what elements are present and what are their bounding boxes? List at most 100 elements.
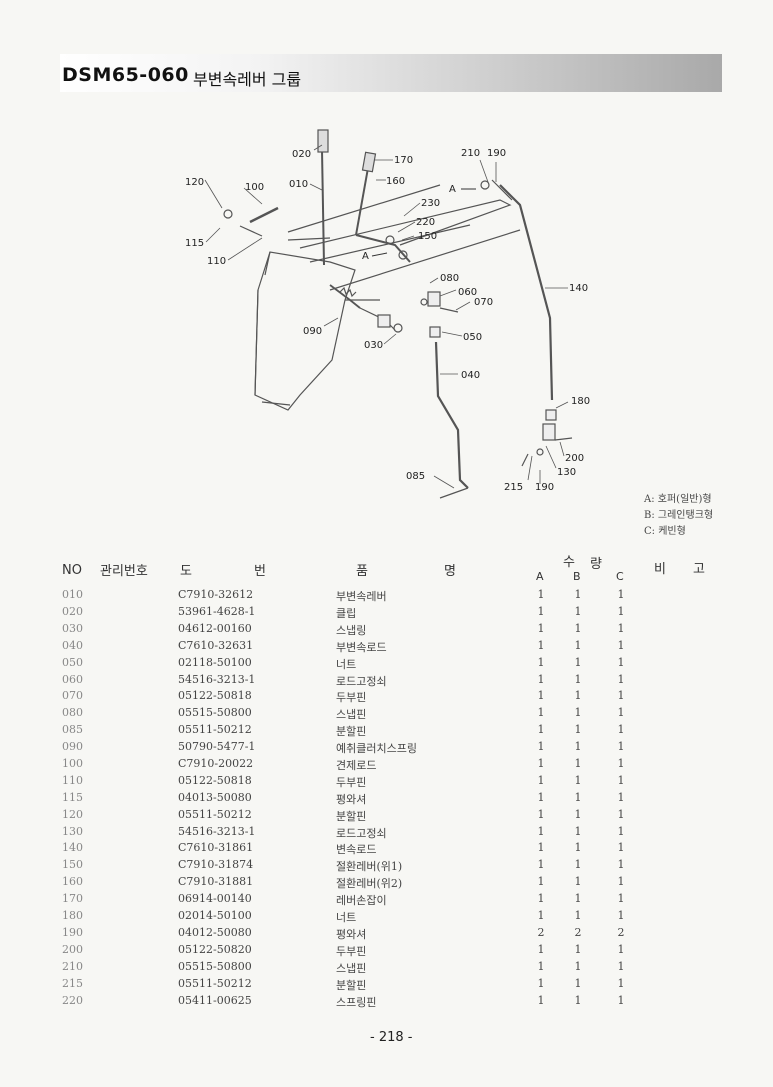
- legend-a: A: 호퍼(일반)형: [644, 494, 712, 505]
- row-part-name: 변속로드: [336, 843, 377, 856]
- row-no: 115: [62, 791, 83, 804]
- row-part-number: 05411-00625: [178, 994, 252, 1007]
- callout-050: 050: [463, 332, 482, 343]
- row-part-name: 너트: [336, 658, 357, 671]
- row-no: 020: [62, 605, 83, 618]
- row-part-number: 05515-50800: [178, 960, 252, 973]
- row-part-name: 스프링핀: [336, 996, 377, 1009]
- row-qty-a: 1: [537, 723, 545, 736]
- callout-140: 140: [569, 283, 588, 294]
- col-header-drawing-2: 번: [254, 564, 266, 579]
- callout-190-bottom: 190: [535, 482, 554, 493]
- qty-col-c: C: [616, 570, 624, 583]
- callout-020: 020: [292, 149, 311, 160]
- row-part-name: 로드고정쇠: [336, 827, 387, 840]
- row-qty-b: 1: [574, 740, 582, 753]
- row-no: 070: [62, 689, 83, 702]
- row-qty-c: 1: [617, 673, 625, 686]
- col-header-mgmt: 관리번호: [100, 564, 148, 579]
- row-qty-c: 1: [617, 875, 625, 888]
- row-part-name: 두부핀: [336, 776, 367, 789]
- lever-160: [355, 167, 369, 236]
- row-qty-c: 1: [617, 622, 625, 635]
- row-part-number: 04013-50080: [178, 791, 252, 804]
- callout-220: 220: [416, 217, 435, 228]
- row-part-name: 부변속레버: [336, 590, 387, 603]
- row-part-name: 스냅핀: [336, 962, 367, 975]
- row-qty-b: 1: [574, 656, 582, 669]
- row-part-number: 05122-50818: [178, 774, 252, 787]
- row-qty-a: 1: [537, 689, 545, 702]
- row-qty-a: 1: [537, 605, 545, 618]
- row-qty-a: 1: [537, 774, 545, 787]
- row-part-name: 분할핀: [336, 810, 367, 823]
- row-qty-a: 1: [537, 943, 545, 956]
- row-part-number: 05511-50212: [178, 977, 252, 990]
- col-header-qty-2: 량: [590, 557, 602, 572]
- view-marker-a-top: A: [449, 184, 456, 195]
- row-no: 220: [62, 994, 83, 1007]
- callout-130: 130: [557, 467, 576, 478]
- row-qty-b: 1: [574, 791, 582, 804]
- row-part-number: 04012-50080: [178, 926, 252, 939]
- row-no: 210: [62, 960, 83, 973]
- row-qty-a: 1: [537, 656, 545, 669]
- row-qty-a: 1: [537, 639, 545, 652]
- row-qty-a: 1: [537, 757, 545, 770]
- row-qty-c: 1: [617, 774, 625, 787]
- row-qty-a: 1: [537, 909, 545, 922]
- row-qty-c: 1: [617, 977, 625, 990]
- row-qty-c: 1: [617, 909, 625, 922]
- row-qty-b: 1: [574, 841, 582, 854]
- row-qty-c: 1: [617, 639, 625, 652]
- qty-col-b: B: [573, 570, 581, 583]
- col-header-no: NO: [62, 563, 82, 578]
- callout-180: 180: [571, 396, 590, 407]
- row-part-name: 절환레버(위2): [336, 877, 403, 890]
- row-qty-a: 2: [537, 926, 545, 939]
- row-qty-a: 1: [537, 960, 545, 973]
- row-qty-c: 1: [617, 943, 625, 956]
- page-number: - 218 -: [370, 1030, 413, 1045]
- grip-170: [361, 151, 377, 173]
- row-qty-a: 1: [537, 622, 545, 635]
- row-qty-b: 1: [574, 605, 582, 618]
- col-header-remark-1: 비: [654, 562, 666, 577]
- row-no: 120: [62, 808, 83, 821]
- row-no: 215: [62, 977, 83, 990]
- row-qty-a: 1: [537, 791, 545, 804]
- row-no: 040: [62, 639, 83, 652]
- callout-030: 030: [364, 340, 383, 351]
- legend-b: B: 그레인탱크형: [644, 510, 714, 521]
- row-no: 080: [62, 706, 83, 719]
- row-qty-c: 1: [617, 689, 625, 702]
- row-part-name: 평와셔: [336, 928, 367, 941]
- row-part-number: 54516-3213-1: [178, 825, 256, 838]
- row-qty-b: 1: [574, 588, 582, 601]
- row-qty-a: 1: [537, 825, 545, 838]
- row-part-name: 평와셔: [336, 793, 367, 806]
- view-marker-a-mid: A: [362, 251, 369, 262]
- row-part-number: 53961-4628-1: [178, 605, 256, 618]
- callout-190-top: 190: [487, 148, 506, 159]
- row-qty-b: 1: [574, 858, 582, 871]
- row-qty-b: 1: [574, 825, 582, 838]
- callout-160: 160: [386, 176, 405, 187]
- row-qty-b: 1: [574, 960, 582, 973]
- col-header-qty-1: 수: [563, 555, 575, 570]
- row-qty-a: 1: [537, 841, 545, 854]
- callout-215: 215: [504, 482, 523, 493]
- callout-200: 200: [565, 453, 584, 464]
- row-qty-b: 1: [574, 892, 582, 905]
- row-part-number: 05511-50212: [178, 723, 252, 736]
